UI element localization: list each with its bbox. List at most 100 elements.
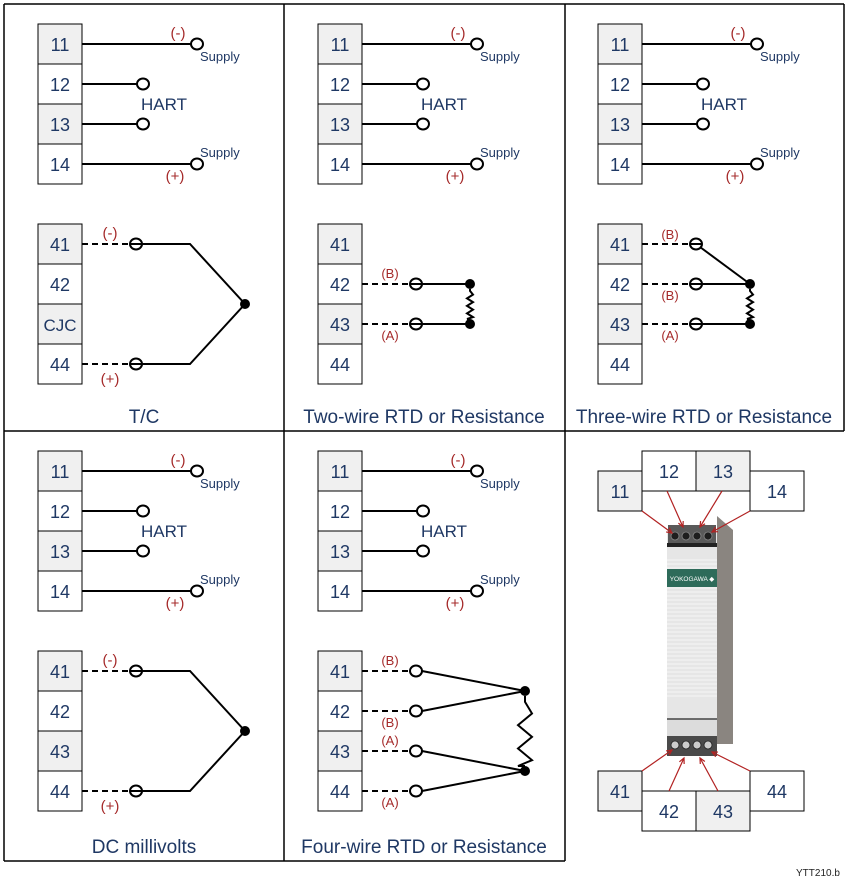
supply-terminal-label: 14 [610, 155, 630, 175]
polarity-a: (A) [381, 795, 398, 810]
resistor-icon [516, 696, 534, 767]
supply-terminal-label: 13 [610, 115, 630, 135]
arrowhead-icon [665, 527, 674, 534]
hart-label: HART [701, 95, 747, 114]
module-band [667, 543, 717, 547]
hart-label: HART [421, 95, 467, 114]
input-terminal-label: CJC [43, 316, 76, 335]
screw-icon [681, 531, 691, 541]
terminal-screw-icon [470, 464, 484, 478]
input-terminal-box [37, 650, 83, 692]
supply-terminal-box [317, 23, 363, 65]
polarity-minus: (-) [103, 225, 118, 242]
supply-minus-label: (-) [731, 25, 746, 42]
supply-terminal-box [37, 143, 83, 185]
supply-terminal-label: 12 [50, 502, 70, 522]
input-terminal-box [317, 223, 363, 265]
junction-dot [520, 766, 530, 776]
input-terminal-label: 41 [330, 662, 350, 682]
screw-icon [670, 740, 680, 750]
lead-wire [421, 690, 526, 712]
top-connector [668, 525, 716, 543]
supply-label: Supply [480, 145, 520, 160]
terminal-screw-icon [409, 664, 423, 678]
supply-terminal-label: 12 [330, 502, 350, 522]
terminal-screw-icon [416, 544, 430, 558]
supply-terminal-box [317, 570, 363, 612]
screw-icon [692, 740, 702, 750]
polarity-b: (B) [381, 266, 398, 281]
resistor-icon [745, 289, 756, 320]
panel-four-wire: 11121314(-)SupplyHART(+)Supply41424344(B… [301, 450, 547, 858]
module-terminal-label: 11 [611, 482, 630, 502]
lead-wire [699, 246, 751, 285]
module-terminal-box [749, 770, 805, 812]
bottom-connector [667, 736, 717, 756]
arrowhead-icon [665, 749, 674, 756]
module-terminal-label: 44 [767, 782, 787, 802]
junction-dot [465, 319, 475, 329]
supply-terminal-label: 12 [50, 75, 70, 95]
junction-dot [520, 686, 530, 696]
arrowhead-icon [699, 520, 706, 529]
panel-three-wire: 11121314(-)SupplyHART(+)Supply41424344(B… [576, 23, 832, 428]
module-terminal-label: 42 [659, 802, 679, 822]
panel-title: Three-wire RTD or Resistance [576, 407, 832, 428]
panel-title: Two-wire RTD or Resistance [303, 407, 544, 428]
input-terminal-label: 43 [330, 742, 350, 762]
arrowhead-icon [678, 520, 684, 529]
input-terminal-label: 41 [610, 235, 630, 255]
screw-icon [681, 740, 691, 750]
supply-plus-label: (+) [446, 168, 465, 185]
supply-terminal-box [37, 103, 83, 145]
supply-plus-label: (+) [166, 595, 185, 612]
module-lower [667, 719, 717, 736]
terminal-screw-icon [416, 117, 430, 131]
supply-label: Supply [200, 476, 240, 491]
input-terminal-box [37, 690, 83, 732]
terminal-screw-icon [136, 77, 150, 91]
polarity-b: (B) [661, 227, 678, 242]
supply-terminal-box [37, 570, 83, 612]
input-terminal-label: 44 [50, 355, 70, 375]
terminal-screw-icon [416, 77, 430, 91]
supply-terminal-label: 12 [610, 75, 630, 95]
supply-label: Supply [480, 476, 520, 491]
terminal-screw-icon [696, 77, 710, 91]
supply-terminal-box [317, 103, 363, 145]
supply-label: Supply [760, 49, 800, 64]
resistor-icon [465, 289, 476, 320]
supply-terminal-label: 11 [331, 462, 350, 482]
pointer-arrow [668, 757, 685, 792]
module-terminal-box [641, 450, 697, 492]
input-terminal-box [37, 263, 83, 305]
pointer-arrow [641, 510, 673, 534]
terminal-screw-icon [190, 157, 204, 171]
pointer-arrow [699, 490, 723, 528]
junction-dot [745, 279, 755, 289]
terminal-screw-icon [750, 157, 764, 171]
input-terminal-label: 41 [50, 235, 70, 255]
supply-terminal-label: 13 [50, 542, 70, 562]
arrowhead-icon [679, 756, 685, 765]
supply-terminal-label: 11 [611, 35, 630, 55]
module-terminal-box [597, 770, 643, 812]
panel-title: Four-wire RTD or Resistance [301, 837, 547, 858]
supply-minus-label: (-) [451, 25, 466, 42]
module-terminal-label: 14 [767, 482, 787, 502]
panel-grid [3, 3, 845, 862]
supply-terminal-label: 11 [331, 35, 350, 55]
input-terminal-label: 42 [50, 275, 70, 295]
input-terminal-label: 43 [50, 742, 70, 762]
screw-icon [703, 531, 713, 541]
terminal-screw-icon [409, 784, 423, 798]
supply-terminal-label: 11 [51, 462, 70, 482]
terminal-screw-icon [136, 504, 150, 518]
polarity-b: (B) [381, 653, 398, 668]
input-terminal-label: 44 [330, 355, 350, 375]
input-terminal-box [317, 343, 363, 385]
polarity-b: (B) [661, 288, 678, 303]
supply-terminal-label: 14 [330, 155, 350, 175]
junction-dot [240, 299, 250, 309]
